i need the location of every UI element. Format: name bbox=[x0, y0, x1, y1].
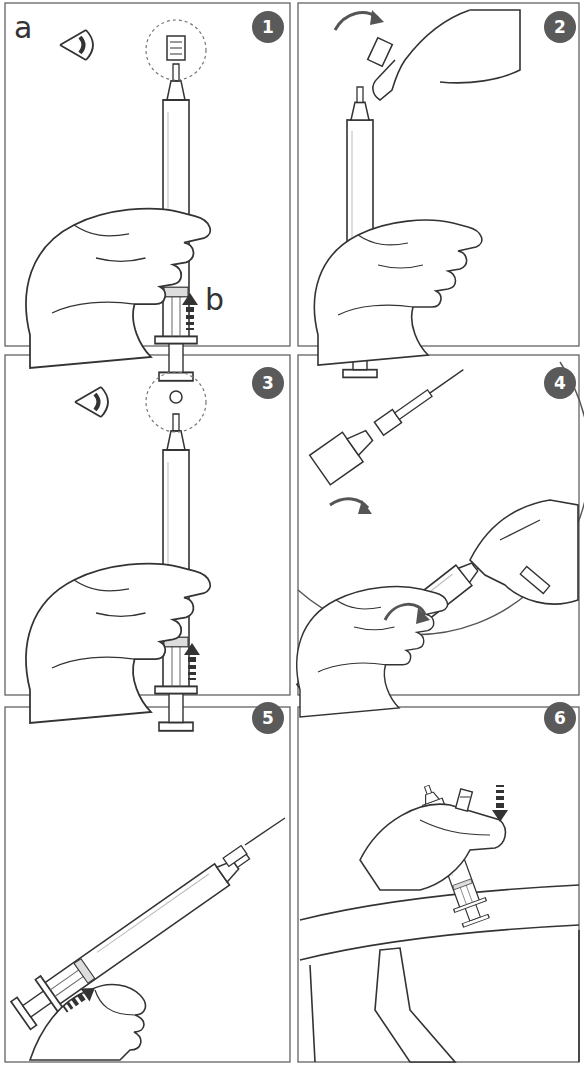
step-number: 5 bbox=[253, 703, 283, 733]
step-number: 6 bbox=[545, 703, 575, 733]
step-number: 2 bbox=[545, 12, 575, 42]
step-number: 1 bbox=[253, 12, 283, 42]
panel-frames bbox=[5, 3, 579, 1062]
callout-letter: b bbox=[205, 285, 224, 315]
step-number: 4 bbox=[545, 368, 575, 398]
panel-4-art bbox=[294, 355, 584, 717]
callout-letter: a bbox=[14, 13, 32, 43]
step-number: 3 bbox=[253, 368, 283, 398]
panel-3-art bbox=[26, 367, 284, 731]
panel-6-art bbox=[300, 702, 579, 1062]
panel-2-art bbox=[314, 10, 576, 377]
panel-1-art bbox=[26, 11, 284, 381]
panel-5-art bbox=[9, 702, 285, 1060]
